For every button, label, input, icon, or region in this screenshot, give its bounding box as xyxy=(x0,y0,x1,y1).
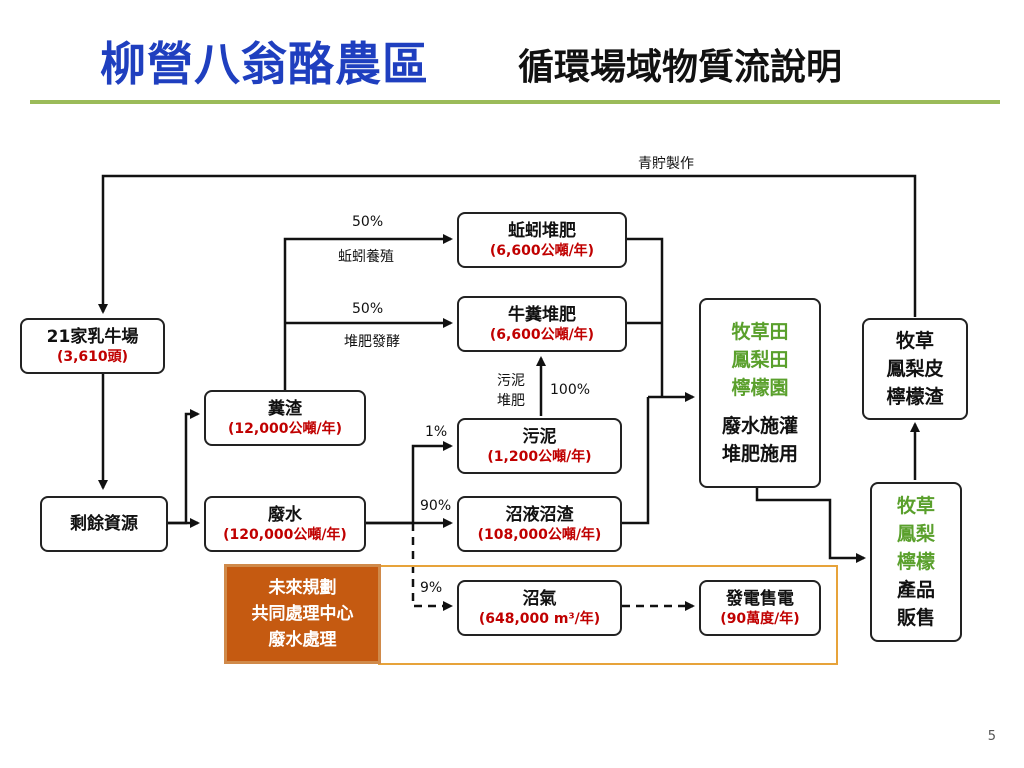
node-dairy-farms-title: 21家乳牛場 xyxy=(46,327,139,347)
node-surplus-resources-title: 剩餘資源 xyxy=(70,514,138,534)
node-fields-pineapple: 鳳梨田 xyxy=(731,349,789,371)
page-number: 5 xyxy=(987,729,996,744)
node-fields-lemon: 檸檬園 xyxy=(731,377,789,399)
arrow-manure-to-worm xyxy=(283,234,453,390)
label-silage: 青貯製作 xyxy=(638,156,694,172)
node-biogas-amount: (648,000 m³/年) xyxy=(478,611,601,627)
title-main: 柳營八翁酪農區 xyxy=(100,37,429,91)
node-cow-manure-compost: 牛糞堆肥 (6,600公噸/年) xyxy=(457,296,627,352)
node-digestate-amount: (108,000公噸/年) xyxy=(477,527,602,543)
node-manure-amount: (12,000公噸/年) xyxy=(228,421,342,437)
arrow-fields-to-products xyxy=(755,485,866,563)
node-fields-compost-use: 堆肥施用 xyxy=(721,443,798,465)
label-worm-percent: 50% xyxy=(352,214,384,230)
arrow-silage-loop xyxy=(98,174,917,317)
node-vermicompost-amount: (6,600公噸/年) xyxy=(489,243,595,259)
label-sludge-percent: 100% xyxy=(550,382,591,398)
node-sludge-title: 污泥 xyxy=(522,427,557,447)
title-divider xyxy=(30,100,1000,104)
arrow-digestate-to-fields xyxy=(622,397,650,525)
label-percent-90: 90% xyxy=(420,498,452,514)
label-sludge-note-1: 污泥 xyxy=(497,373,525,389)
node-power-sales-title: 發電售電 xyxy=(726,589,794,609)
node-sludge-amount: (1,200公噸/年) xyxy=(487,449,592,465)
node-manure-title: 糞渣 xyxy=(268,399,302,419)
node-products: 牧草 鳳梨 檸檬 產品 販售 xyxy=(870,482,962,642)
node-sludge: 污泥 (1,200公噸/年) xyxy=(457,418,622,474)
node-surplus-resources: 剩餘資源 xyxy=(40,496,168,552)
node-fields-pasture: 牧草田 xyxy=(731,321,789,343)
node-wastewater-amount: (120,000公噸/年) xyxy=(223,527,347,543)
node-power-sales-amount: (90萬度/年) xyxy=(720,611,800,627)
node-biogas: 沼氣 (648,000 m³/年) xyxy=(457,580,622,636)
title-subtitle: 循環場域物質流說明 xyxy=(518,47,843,88)
node-digestate-title: 沼液沼渣 xyxy=(505,505,574,525)
label-worm-note: 蚯蚓養殖 xyxy=(338,249,394,265)
future-plan-line-1: 未來規劃 xyxy=(268,578,337,598)
label-sludge-note-2: 堆肥 xyxy=(497,393,525,409)
node-residue-lemon-dregs: 檸檬渣 xyxy=(886,386,944,408)
future-plan-line-3: 廢水處理 xyxy=(268,630,337,650)
node-dairy-farms-count: (3,610頭) xyxy=(56,349,129,365)
arrow-worm-to-fields xyxy=(627,237,664,323)
node-wastewater-title: 廢水 xyxy=(268,505,302,525)
future-plan-box: 未來規劃 共同處理中心 廢水處理 xyxy=(224,564,381,664)
node-vermicompost-title: 蚯蚓堆肥 xyxy=(508,221,576,241)
node-products-label: 產品 xyxy=(896,579,935,601)
label-compost-note: 堆肥發酵 xyxy=(344,334,400,350)
node-fields-irrigation: 廢水施灌 xyxy=(721,415,798,437)
node-vermicompost: 蚯蚓堆肥 (6,600公噸/年) xyxy=(457,212,627,268)
node-cow-manure-compost-title: 牛糞堆肥 xyxy=(508,305,576,325)
node-residue: 牧草 鳳梨皮 檸檬渣 xyxy=(862,318,968,420)
node-wastewater: 廢水 (120,000公噸/年) xyxy=(204,496,366,552)
node-digestate: 沼液沼渣 (108,000公噸/年) xyxy=(457,496,622,552)
node-products-pineapple: 鳳梨 xyxy=(896,523,935,545)
node-residue-pineapple-peel: 鳳梨皮 xyxy=(886,358,944,380)
node-products-sales: 販售 xyxy=(896,607,935,629)
node-residue-grass: 牧草 xyxy=(895,330,934,352)
node-fields: 牧草田 鳳梨田 檸檬園 廢水施灌 堆肥施用 xyxy=(699,298,821,488)
page-title: 柳營八翁酪農區 循環場域物質流說明 xyxy=(0,28,1024,91)
arrow-wastewater-to-sludge xyxy=(366,441,453,525)
node-biogas-title: 沼氣 xyxy=(522,589,557,609)
label-percent-1: 1% xyxy=(425,424,448,440)
node-dairy-farms: 21家乳牛場 (3,610頭) xyxy=(20,318,165,374)
node-products-grass: 牧草 xyxy=(896,495,935,517)
label-compost-percent: 50% xyxy=(352,301,384,317)
node-power-sales: 發電售電 (90萬度/年) xyxy=(699,580,821,636)
node-cow-manure-compost-amount: (6,600公噸/年) xyxy=(489,327,595,343)
arrow-surplus-to-manure xyxy=(168,409,200,525)
node-manure: 糞渣 (12,000公噸/年) xyxy=(204,390,366,446)
future-plan-line-2: 共同處理中心 xyxy=(251,604,354,624)
label-percent-9: 9% xyxy=(420,580,443,596)
node-products-lemon: 檸檬 xyxy=(896,551,935,573)
